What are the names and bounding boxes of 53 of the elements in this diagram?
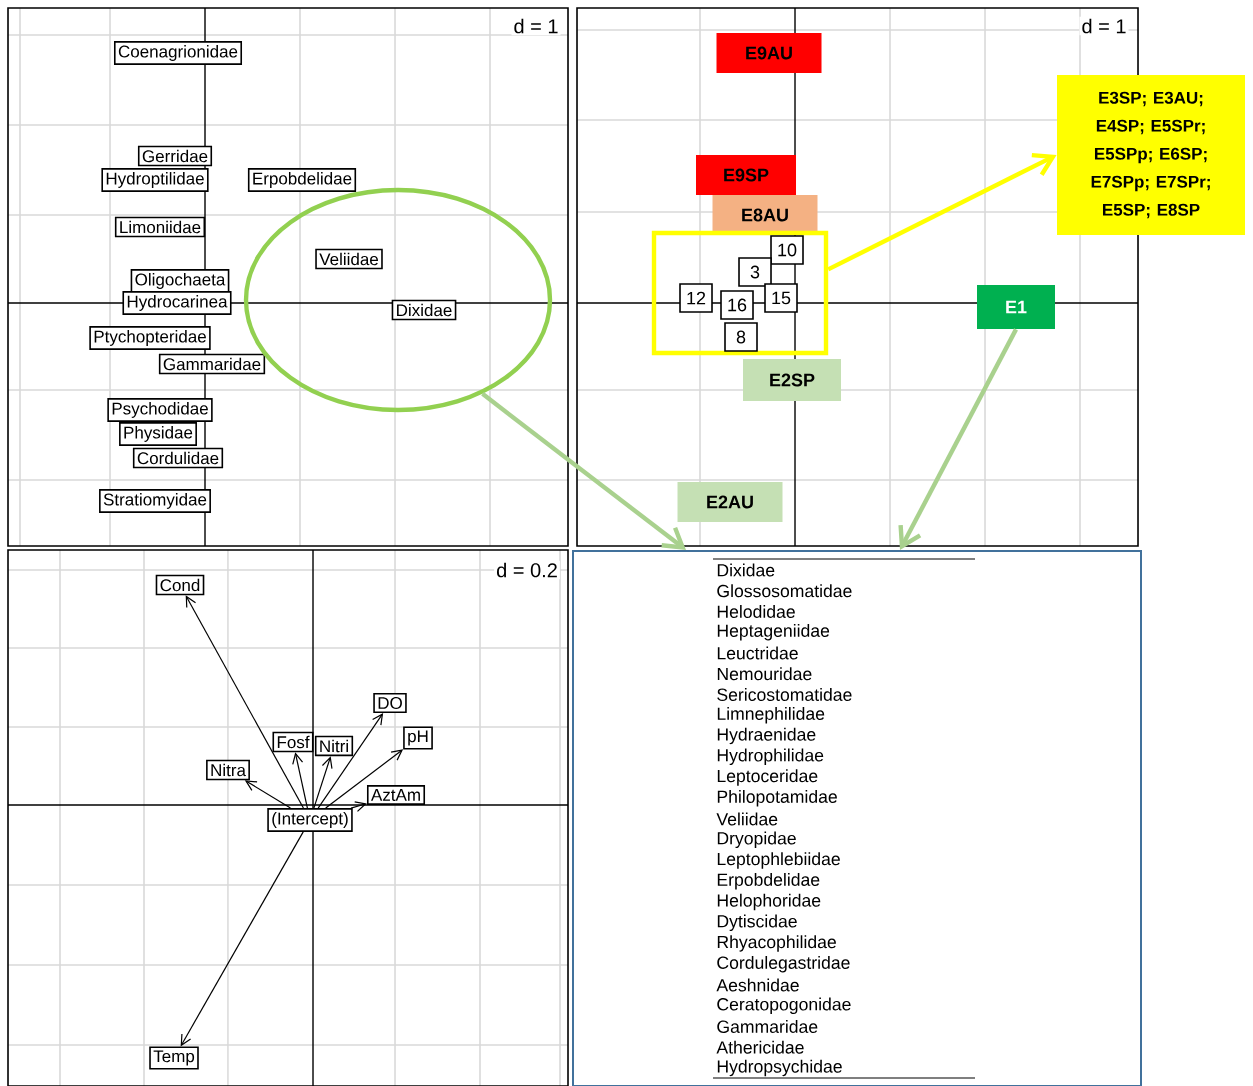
sample-label: E2AU <box>677 482 783 522</box>
arrow <box>827 152 1057 272</box>
taxon-label: DO <box>373 693 407 713</box>
site-number-box: 12 <box>679 283 713 313</box>
site-number-box: 3 <box>738 257 772 287</box>
highlight-rectangle <box>651 230 829 356</box>
taxon-label: Cordulidae <box>132 447 224 469</box>
taxon-label: Oligochaeta <box>130 269 230 293</box>
taxon-label: Psychodidae <box>107 398 213 422</box>
sample-label: E8AU <box>712 195 818 235</box>
taxon-label: Temp <box>149 1046 199 1070</box>
arrow <box>481 392 686 550</box>
taxon-label: Cond <box>155 574 205 596</box>
arrow <box>325 749 404 809</box>
site-number-box: 10 <box>770 235 804 265</box>
site-number-box: 15 <box>764 283 798 313</box>
taxa-list-panel: Dixidae Glossosomatidae Helodidae Heptageniidae Leuctridae Nemouridae Sericostomatidae Limnephilidae Hydraenidae Hydrophilidae Leptoceridae Philopotamidae Veliidae Dryopidae Leptophlebiidae Erpobdelidae Helophoridae Dytiscidae Rhyacophilidae Cordulegastridae Aeshnidae Ceratopogonidae Gammaridae Athericidae Hydropsychidae <box>572 550 1142 1086</box>
sample-label: E9AU <box>716 33 822 73</box>
taxon-label: Stratiomyidae <box>99 489 211 513</box>
arrow <box>185 595 304 809</box>
arrow <box>292 752 308 809</box>
sample-label: E9SP <box>696 155 796 195</box>
taxon-label: Limoniidae <box>114 216 206 238</box>
arrow <box>898 328 1018 550</box>
taxon-label: Physidae <box>119 422 197 446</box>
taxon-label: Nitri <box>314 735 354 757</box>
taxon-label: Gammaridae <box>158 353 266 375</box>
scale-label: d = 1 <box>511 16 561 36</box>
arrow <box>313 756 333 809</box>
taxon-label: pH <box>403 726 433 750</box>
arrow <box>350 801 367 812</box>
taxon-label: Gerridae <box>137 145 213 167</box>
site-number-box: 16 <box>720 290 754 320</box>
arrow <box>180 831 304 1047</box>
taxon-label: Hydroptilidae <box>101 168 209 192</box>
site-number-box: 8 <box>724 322 758 352</box>
taxon-label: Nitra <box>206 759 250 781</box>
sample-label: E2SP <box>743 359 841 401</box>
taxon-label: Ptychopteridae <box>89 326 211 350</box>
arrow <box>317 713 384 809</box>
sample-label: E1 <box>977 285 1055 329</box>
scale-label: d = 1 <box>1079 16 1129 36</box>
taxon-label: (Intercept) <box>267 808 353 832</box>
taxon-label: Fosf <box>272 731 314 753</box>
taxon-label: Hydrocarinea <box>122 291 232 315</box>
callout-box: E3SP; E3AU; E4SP; E5SPr; E5SPp; E6SP; E7SPp; E7SPr; E5SP; E8SP <box>1057 75 1245 235</box>
scale-label: d = 0.2 <box>494 560 560 580</box>
taxon-label: Erpobdelidae <box>247 168 357 192</box>
arrow <box>244 780 292 809</box>
taxon-label: AztAm <box>366 785 426 805</box>
taxon-label: Coenagrionidae <box>114 41 243 65</box>
taxon-label: Dixidae <box>391 299 457 321</box>
taxon-label: Veliidae <box>315 248 383 270</box>
